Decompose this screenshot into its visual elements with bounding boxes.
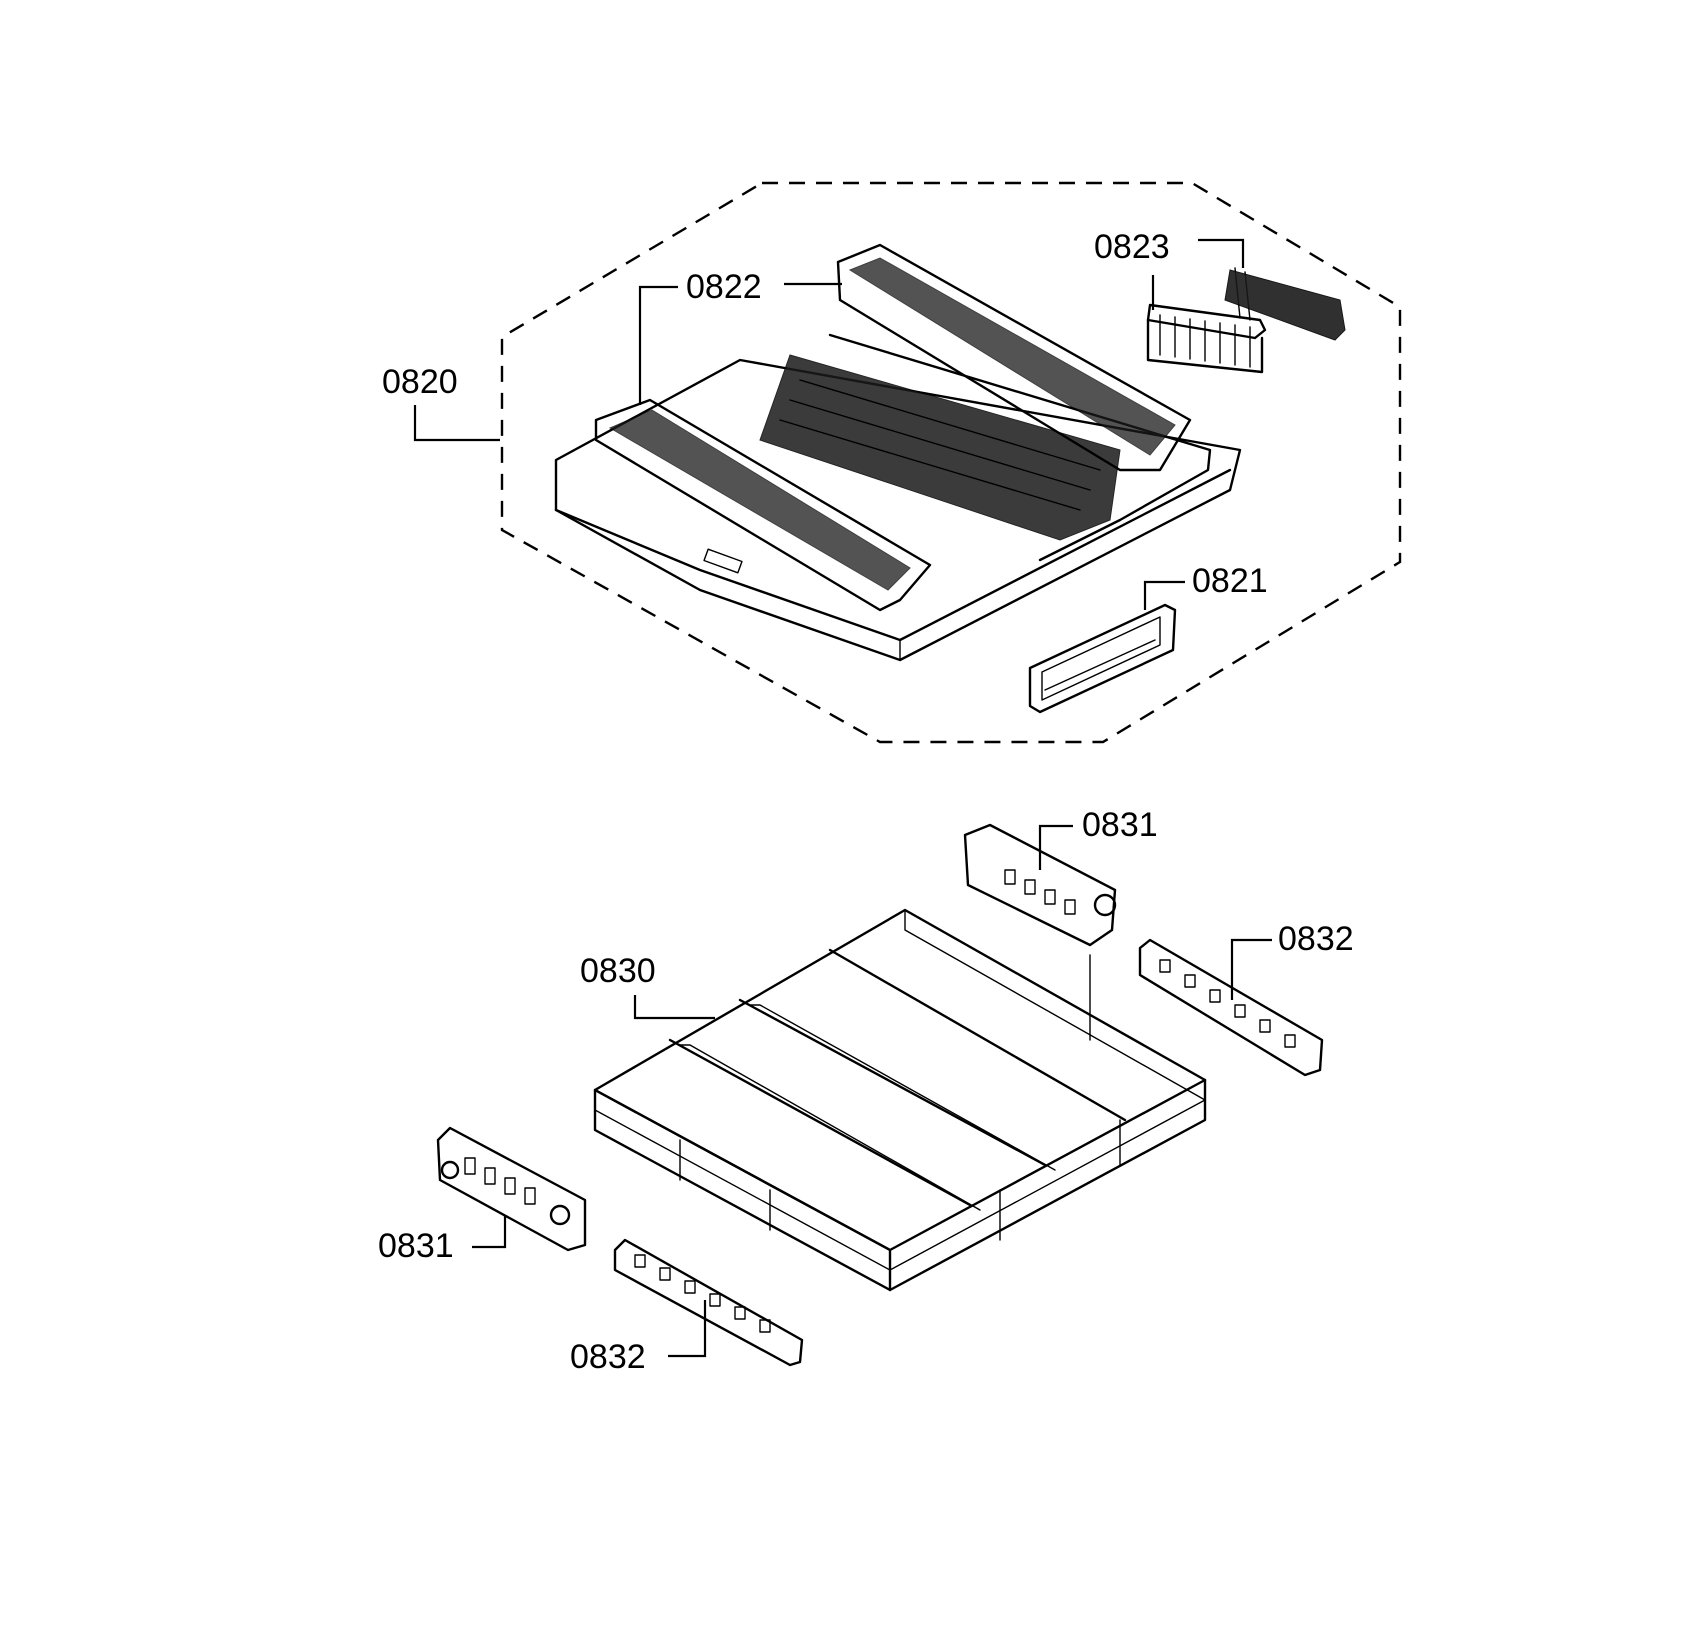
callout-0830: 0830 xyxy=(580,952,656,990)
leader-0823 xyxy=(1198,238,1245,268)
leader-0831-bottom xyxy=(472,1215,507,1249)
tine-field xyxy=(759,354,1121,541)
callout-0822: 0822 xyxy=(686,268,762,306)
callout-0831-bottom: 0831 xyxy=(378,1227,454,1265)
callout-0831-top: 0831 xyxy=(1082,806,1158,844)
callout-0823: 0823 xyxy=(1094,228,1170,266)
callout-0821: 0821 xyxy=(1192,562,1268,600)
part-0832-top-rail xyxy=(1138,938,1324,1077)
leader-0832-top xyxy=(1230,938,1272,1000)
assembly-0820-boundary xyxy=(500,181,1402,744)
part-0831-bottom-rail-end xyxy=(436,1126,587,1252)
part-0831-top-rail-end xyxy=(963,823,1117,947)
leader-0821 xyxy=(1143,580,1185,610)
part-0822-left-shelf xyxy=(594,398,932,612)
leader-0831-top xyxy=(1038,824,1073,870)
part-0830-lower-basket xyxy=(593,908,1207,1292)
callout-0820: 0820 xyxy=(382,363,458,401)
part-0832-bottom-rail xyxy=(613,1238,804,1367)
leader-0820 xyxy=(413,405,500,442)
part-0823-tine-insert xyxy=(1146,267,1346,374)
callout-0832-top: 0832 xyxy=(1278,920,1354,958)
leader-0822-left xyxy=(638,285,678,405)
part-0820-upper-tray xyxy=(554,243,1242,662)
part-0821-handle xyxy=(1028,603,1177,714)
callout-0832-bottom: 0832 xyxy=(570,1338,646,1376)
leader-0832-bottom xyxy=(668,1300,707,1358)
leader-0830 xyxy=(633,995,715,1020)
part-0822-right-shelf xyxy=(836,243,1192,472)
